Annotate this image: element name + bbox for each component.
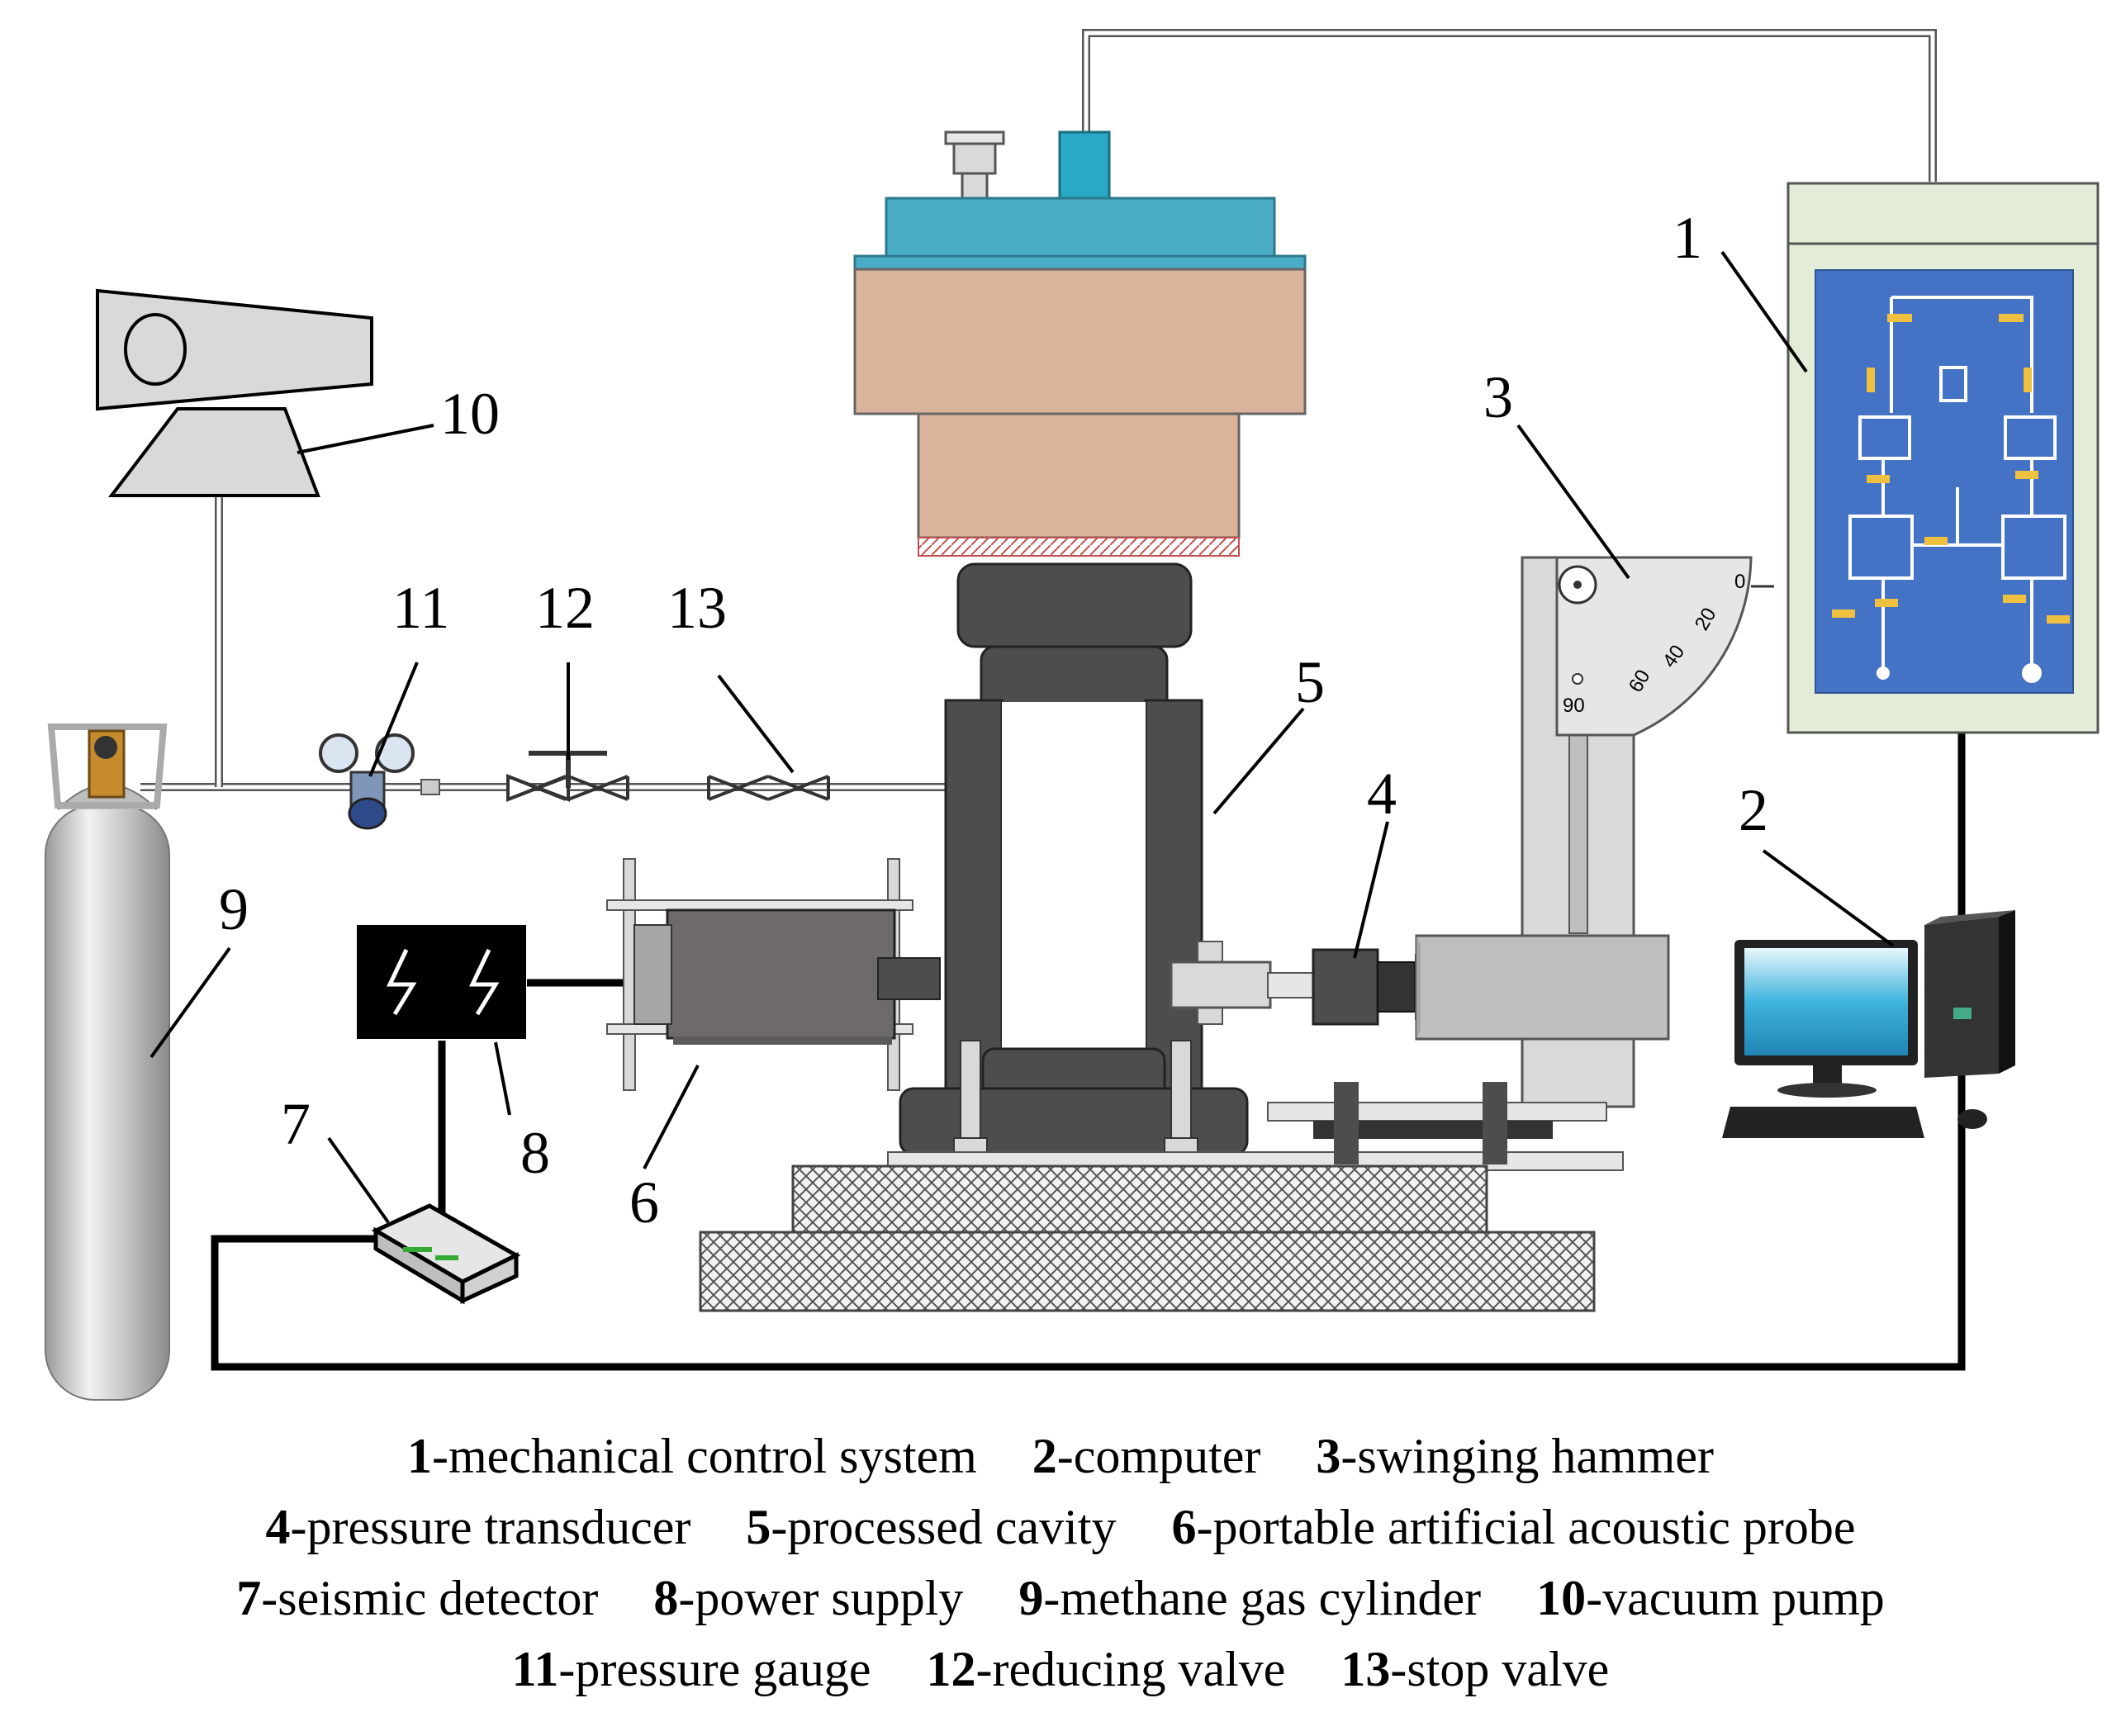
legend-label: -reducing valve	[975, 1642, 1286, 1696]
legend-number: 12	[926, 1642, 976, 1696]
legend-number: 3	[1316, 1429, 1341, 1483]
legend-item: 1-mechanical control system	[407, 1421, 977, 1492]
legend-number: 1	[407, 1429, 433, 1483]
legend-item: 8-power supply	[653, 1563, 963, 1634]
legend-number: 8	[653, 1571, 679, 1625]
loading-frame	[853, 130, 1307, 1156]
callout-11: 11	[392, 575, 449, 641]
legend-label: -pressure gauge	[558, 1642, 871, 1696]
legend-item: 4-pressure transducer	[266, 1492, 691, 1563]
mechanical-control-system	[1786, 182, 2100, 734]
callout-13: 13	[667, 575, 727, 641]
dial-tick-0: 0	[1734, 571, 1745, 593]
legend-line-2: 4-pressure transducer 5-processed cavity…	[0, 1492, 2121, 1563]
callout-6: 6	[629, 1169, 659, 1236]
legend-label: -stop valve	[1390, 1642, 1610, 1696]
legend-line-4: 11-pressure gauge 12-reducing valve 13-s…	[0, 1634, 2121, 1705]
legend-line-1: 1-mechanical control system 2-computer 3…	[0, 1421, 2121, 1492]
callout-9: 9	[219, 876, 249, 942]
legend-number: 11	[511, 1642, 559, 1696]
legend-number: 5	[746, 1500, 771, 1554]
legend-label: -swinging hammer	[1340, 1429, 1714, 1483]
callout-7: 7	[281, 1091, 311, 1157]
computer	[1722, 910, 2015, 1138]
callout-3: 3	[1483, 364, 1513, 430]
foundation	[699, 1151, 1624, 1312]
swinging-hammer	[1267, 556, 1774, 1164]
legend-item: 10-vacuum pump	[1536, 1563, 1885, 1634]
pressure-transducer	[1170, 941, 1423, 1026]
legend-label: -seismic detector	[261, 1571, 599, 1625]
leader-lines	[149, 250, 1895, 1224]
legend-item: 12-reducing valve	[927, 1634, 1286, 1705]
portable-acoustic-probe	[606, 858, 941, 1091]
power-supply	[357, 925, 526, 1039]
legend-item: 5-processed cavity	[746, 1492, 1116, 1563]
seismic-detector	[371, 1203, 521, 1305]
callout-1: 1	[1673, 205, 1702, 271]
legend-label: -pressure transducer	[290, 1500, 691, 1554]
callout-2: 2	[1739, 777, 1768, 843]
legend-item: 9-methane gas cylinder	[1018, 1563, 1481, 1634]
pressure-gauge	[319, 733, 440, 830]
legend-item: 3-swinging hammer	[1316, 1421, 1714, 1492]
legend-label: -methane gas cylinder	[1043, 1571, 1482, 1625]
signal-cables	[211, 731, 1966, 1371]
legend-label: -computer	[1056, 1429, 1261, 1483]
legend-item: 13-stop valve	[1340, 1634, 1609, 1705]
legend-label: -power supply	[678, 1571, 964, 1625]
vacuum-pump	[96, 288, 373, 497]
callout-4: 4	[1367, 761, 1397, 827]
legend-label: -vacuum pump	[1586, 1571, 1885, 1625]
legend-number: 2	[1032, 1429, 1057, 1483]
legend: 1-mechanical control system 2-computer 3…	[0, 1421, 2121, 1705]
legend-label: -processed cavity	[771, 1500, 1117, 1554]
legend-item: 2-computer	[1032, 1421, 1261, 1492]
callout-10: 10	[440, 381, 500, 447]
legend-number: 9	[1018, 1571, 1044, 1625]
callout-numbers: 1 2 3 4 5 6 7 8 9 10 11 12 13	[219, 205, 1768, 1236]
legend-item: 7-seismic detector	[236, 1563, 598, 1634]
reducing-valve	[506, 751, 629, 802]
callout-8: 8	[520, 1120, 550, 1186]
legend-number: 4	[265, 1500, 291, 1554]
dial-tick-90: 90	[1563, 695, 1585, 717]
legend-label: -portable artificial acoustic probe	[1196, 1500, 1856, 1554]
legend-number: 10	[1536, 1571, 1587, 1625]
legend-number: 13	[1340, 1642, 1391, 1696]
legend-number: 7	[236, 1571, 262, 1625]
callout-12: 12	[535, 575, 595, 641]
legend-line-3: 7-seismic detector 8-power supply 9-meth…	[0, 1563, 2121, 1634]
methane-gas-cylinder	[45, 723, 170, 1401]
callout-5: 5	[1295, 649, 1325, 715]
legend-item: 11-pressure gauge	[512, 1634, 871, 1705]
legend-label: -mechanical control system	[432, 1429, 977, 1483]
legend-number: 6	[1171, 1500, 1197, 1554]
legend-item: 6-portable artificial acoustic probe	[1171, 1492, 1855, 1563]
stop-valve	[707, 775, 830, 801]
